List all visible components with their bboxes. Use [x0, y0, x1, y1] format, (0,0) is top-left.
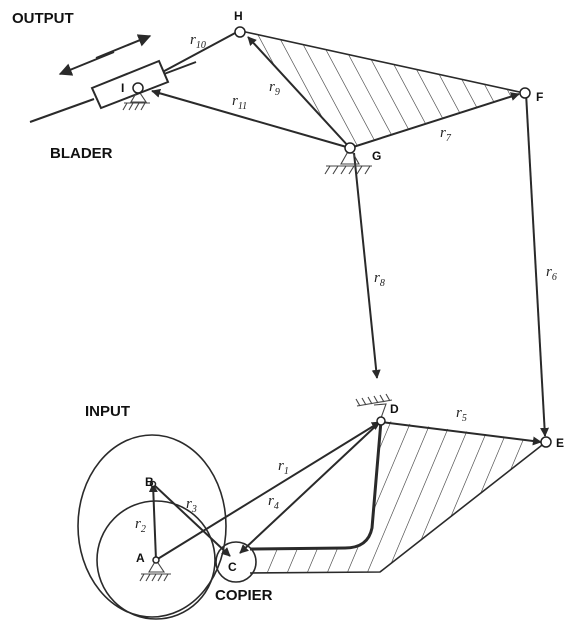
copier-arm [249, 420, 383, 551]
vector-label-r11: r11 [232, 93, 247, 112]
slider-block [90, 59, 170, 110]
vector-r7-line [349, 92, 520, 149]
edge-h-f [240, 30, 525, 94]
vector-r3-line [152, 483, 231, 557]
joint-h [234, 26, 246, 38]
ground-support-i [122, 88, 150, 111]
joint-d [376, 416, 386, 426]
vector-labels: r10 r9 r11 r7 r6 r8 r5 r1 r4 r3 r2 [135, 32, 557, 535]
vector-label-r2: r2 [135, 516, 146, 535]
blader-label: BLADER [50, 145, 113, 162]
output-slider [29, 34, 197, 123]
joint-g [344, 142, 356, 154]
joint-e [540, 436, 552, 448]
vector-r11-line [151, 88, 351, 149]
copier-roller [215, 541, 257, 583]
slider-guide-right [163, 61, 197, 75]
point-label-i: I [121, 81, 124, 95]
ground-support-d [355, 393, 393, 419]
motion-arrow-left [58, 51, 115, 76]
motion-arrow-right [95, 34, 152, 59]
vector-r1-line [155, 421, 381, 561]
bottom-link-plate [249, 420, 547, 574]
vector-label-r5: r5 [456, 405, 467, 424]
point-label-d: D [390, 402, 399, 416]
vector-links [141, 31, 550, 561]
slider-guide-left [29, 98, 95, 123]
output-label: OUTPUT [12, 10, 74, 27]
input-label: INPUT [85, 403, 130, 420]
point-label-a: A [136, 551, 145, 565]
point-label-e: E [556, 436, 564, 450]
point-label-g: G [372, 149, 381, 163]
point-label-c: C [228, 560, 237, 574]
vector-label-r8: r8 [374, 270, 385, 289]
vector-label-r6: r6 [546, 264, 557, 283]
section-labels: OUTPUT BLADER INPUT COPIER [12, 10, 273, 604]
vector-r9-line [247, 36, 351, 149]
point-label-h: H [234, 9, 243, 23]
joint-a [152, 556, 160, 564]
vector-r6-line [525, 92, 550, 437]
input-cam [77, 434, 257, 620]
bottom-plate-outline [249, 441, 547, 574]
joint-i [132, 82, 144, 94]
vector-label-r7: r7 [440, 125, 452, 144]
point-labels: H F G D E B A C I [121, 9, 564, 574]
ground-support-g [324, 146, 372, 175]
top-link-plate [240, 30, 525, 147]
vector-r8-line [353, 152, 381, 379]
vector-r5-line [380, 421, 542, 446]
vector-r2-line [148, 483, 158, 561]
point-label-f: F [536, 90, 543, 104]
cam-outer-ellipse [77, 434, 227, 618]
bottom-plate-hatching [259, 420, 546, 573]
vector-label-r9: r9 [269, 79, 280, 98]
vector-label-r4: r4 [268, 493, 279, 512]
vector-label-r10: r10 [190, 32, 206, 51]
vector-label-r1: r1 [278, 458, 289, 477]
joint-f [519, 87, 531, 99]
ground-support-a [139, 558, 171, 582]
copier-label: COPIER [215, 587, 273, 604]
cam-inner-circle [96, 500, 216, 620]
point-label-b: B [145, 475, 154, 489]
vector-r4-line [239, 421, 381, 554]
vector-label-r3: r3 [186, 496, 197, 515]
joints [132, 26, 552, 564]
joint-b [149, 480, 157, 488]
